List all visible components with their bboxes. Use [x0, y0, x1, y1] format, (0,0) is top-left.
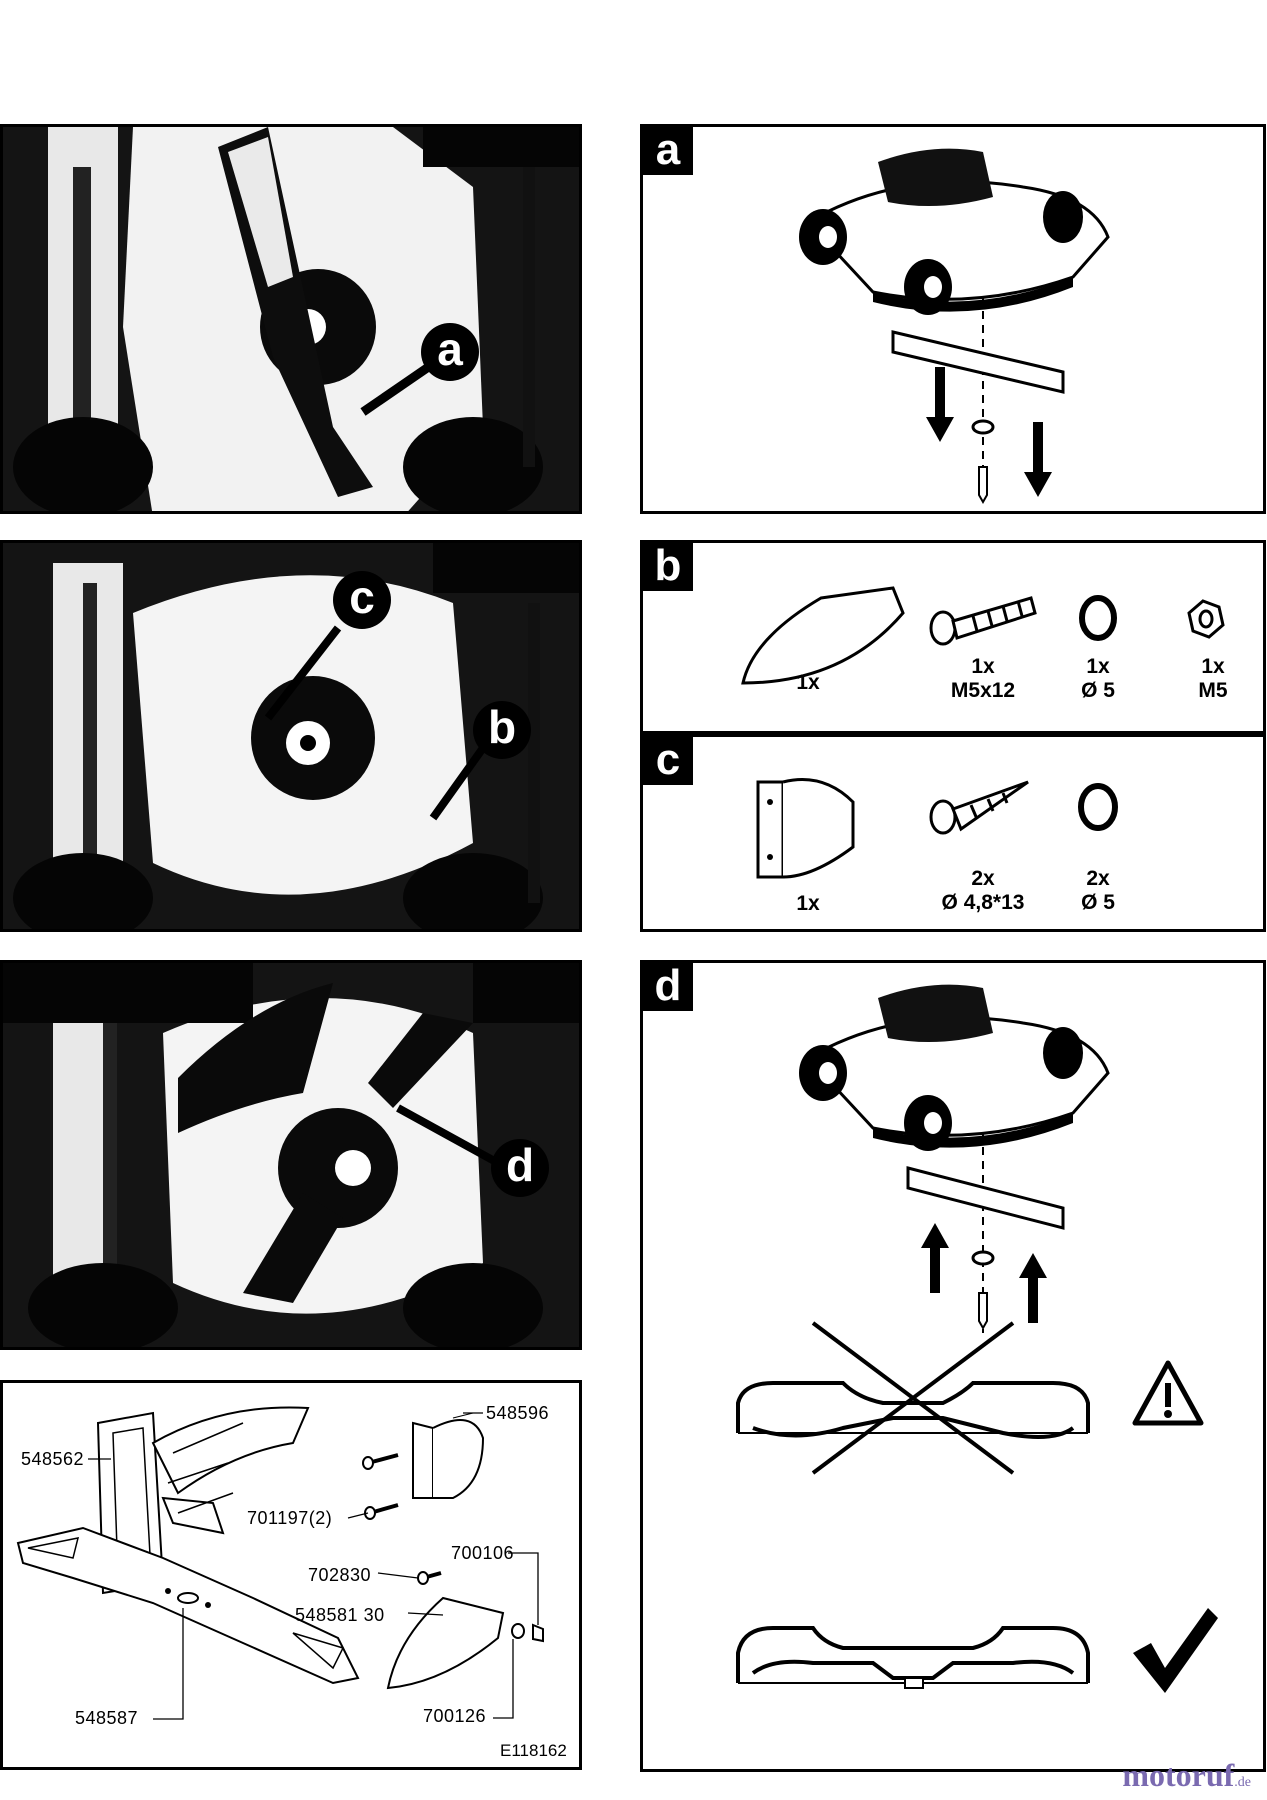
callout-b: b	[473, 701, 531, 759]
callout-a: a	[421, 323, 479, 381]
lawnmower-icon	[799, 148, 1110, 315]
exploded-parts-diagram: 548562 548596 701197(2) 700106 702830 54…	[0, 1380, 582, 1770]
part-qty: 2x	[971, 867, 995, 890]
part-number-702830: 702830	[308, 1565, 372, 1585]
blade-profile-wrong	[736, 1321, 1090, 1475]
mulch-plate-part	[386, 1571, 544, 1690]
flat-washer-icon	[1078, 783, 1118, 831]
panel-a-install-blade-down: a	[640, 124, 1266, 514]
brand-logo: motoruf.de	[1122, 1757, 1251, 1794]
part-b-1: 1x	[758, 671, 858, 695]
blade-part	[16, 1526, 360, 1685]
panel-letter-c: c	[643, 737, 693, 785]
photo-blade-underside-drawing	[3, 127, 579, 511]
panel-c-parts-drawing	[756, 778, 1118, 879]
part-spec: Ø 5	[1081, 891, 1115, 914]
screw-part	[362, 1453, 399, 1520]
part-number-700106: 700106	[451, 1543, 515, 1563]
arrow-up-icon	[1019, 1253, 1047, 1323]
panel-d-drawing	[736, 984, 1218, 1693]
panel-c-deflector-parts: c 1x 2x Ø 4,8*13 2x Ø 5	[640, 734, 1266, 932]
part-qty: 1x	[1201, 655, 1225, 678]
panel-b-mulch-insert-parts: b 1x 1x M5x12 1x Ø 5 1x M5	[640, 540, 1266, 734]
checkmark-icon	[1133, 1608, 1218, 1693]
part-qty: 1x	[796, 892, 820, 915]
panel-letter-b: b	[643, 543, 693, 591]
callout-d: d	[491, 1139, 549, 1197]
washer-icon	[971, 419, 995, 435]
exploded-parts-drawing	[16, 1406, 544, 1720]
part-c-2: 2x Ø 4,8*13	[913, 867, 1053, 915]
panel-letter-a: a	[643, 127, 693, 175]
photo-mulch-installed: d	[0, 960, 582, 1350]
deflector-plate-icon	[756, 778, 855, 879]
part-b-3: 1x Ø 5	[1048, 655, 1148, 703]
part-number-701197: 701197(2)	[247, 1508, 333, 1528]
self-tapping-screw-icon	[929, 780, 1029, 835]
bolt-m5x12-icon	[929, 596, 1037, 646]
part-number-548562: 548562	[21, 1449, 85, 1469]
blade-profile-correct	[736, 1626, 1090, 1689]
part-number-548596: 548596	[486, 1403, 550, 1423]
washer-icon	[971, 1250, 995, 1266]
leader-lines	[88, 1412, 539, 1720]
brand-name: motoruf	[1122, 1757, 1235, 1793]
spring-washer-icon	[1079, 595, 1117, 641]
blade-icon	[891, 330, 1065, 394]
panel-d-install-blade-up: d	[640, 960, 1266, 1772]
blade-icon	[906, 1166, 1065, 1230]
bolt-icon	[978, 1292, 988, 1331]
panel-b-parts-drawing	[741, 586, 1225, 685]
part-qty: 1x	[1086, 655, 1110, 678]
lawnmower-icon	[799, 984, 1110, 1151]
part-c-1: 1x	[758, 892, 858, 916]
arrow-down-icon	[926, 367, 954, 442]
part-qty: 2x	[1086, 867, 1110, 890]
mower-blade-install-diagram	[799, 148, 1110, 505]
part-spec: M5x12	[950, 679, 1016, 702]
part-qty: 1x	[796, 671, 820, 694]
part-b-2: 1x M5x12	[933, 655, 1033, 703]
part-b-4: 1x M5	[1163, 655, 1263, 703]
callout-c: c	[333, 571, 391, 629]
photo-blade-underside: a	[0, 124, 582, 514]
part-spec: Ø 5	[1081, 679, 1115, 702]
hex-nut-icon	[1187, 599, 1225, 639]
bolt-icon	[978, 466, 988, 505]
part-spec: M5	[1198, 679, 1228, 702]
part-number-548587: 548587	[75, 1708, 139, 1728]
mulch-plate-icon	[741, 586, 905, 685]
warning-triangle-icon	[1132, 1360, 1204, 1426]
part-spec: Ø 4,8*13	[941, 891, 1025, 914]
photo-mulch-parts-position: c b	[0, 540, 582, 932]
arrow-up-icon	[921, 1223, 949, 1293]
part-qty: 1x	[971, 655, 995, 678]
part-number-548581: 548581 30	[295, 1605, 385, 1625]
photo-mulch-installed-drawing	[3, 963, 579, 1347]
arrow-down-icon	[1024, 422, 1052, 497]
part-number-700126: 700126	[423, 1706, 487, 1726]
drawing-reference: E118162	[500, 1741, 567, 1760]
brand-tld: .de	[1234, 1775, 1251, 1790]
deflector-plate-part	[412, 1412, 485, 1499]
part-c-3: 2x Ø 5	[1048, 867, 1148, 915]
panel-letter-d: d	[643, 963, 693, 1011]
